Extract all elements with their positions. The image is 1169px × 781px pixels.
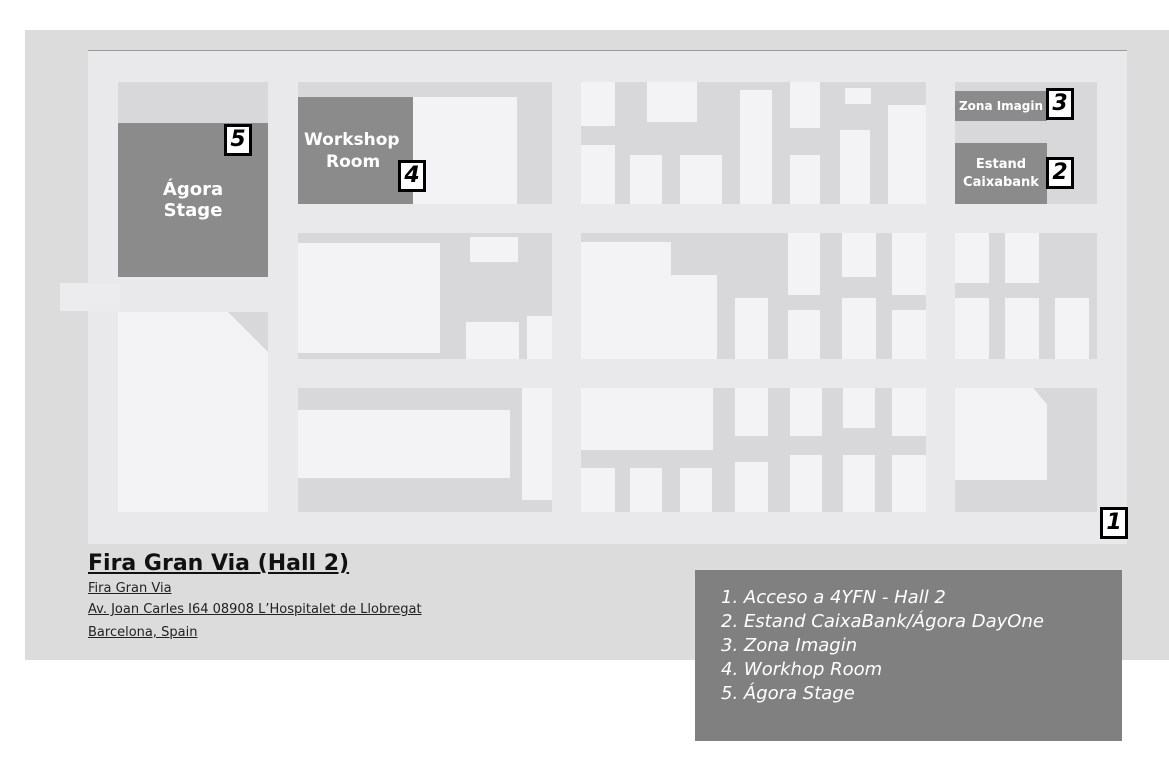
building [1005,298,1039,359]
legend-item: 1. Acceso a 4YFN - Hall 2 [721,587,946,608]
building [581,388,713,450]
building [735,298,768,359]
building [843,388,875,428]
map-legend: 1. Acceso a 4YFN - Hall 2 2. Estand Caix… [695,570,1122,741]
marker-1[interactable]: 1 [1100,507,1128,539]
building [298,410,510,478]
building [843,455,875,512]
building [470,237,518,262]
marker-3[interactable]: 3 [1046,88,1074,120]
building [842,233,876,277]
building [630,155,662,204]
legend-item: 5. Ágora Stage [721,683,855,704]
building [955,233,989,283]
building [892,310,926,359]
building [955,298,989,359]
building [581,468,615,512]
entrance-corridor [60,283,120,311]
building [788,310,820,359]
building [790,455,822,512]
building [842,298,876,359]
venue-address[interactable]: Av. Joan Carles I64 08908 L’Hospitalet d… [88,602,422,617]
building [845,88,871,104]
venue-link[interactable]: Fira Gran Via [88,581,172,596]
marker-2[interactable]: 2 [1046,157,1074,189]
building [840,130,870,204]
venue-title[interactable]: Fira Gran Via (Hall 2) [88,551,350,576]
building [1005,233,1039,283]
legend-item: 3. Zona Imagin [721,635,858,656]
estand-label: Caixabank [963,174,1039,190]
workshop-room-area[interactable]: Workshop Room [298,97,413,204]
building [522,388,552,500]
building [680,155,722,204]
building [892,233,926,295]
building [647,82,697,122]
estand-label: Estand [975,156,1027,172]
zona-imagin-area[interactable]: Zona Imagin [955,91,1047,121]
building [955,388,1047,480]
estand-caixabank-area[interactable]: Estand Caixabank [955,143,1047,204]
agora-label: Stage [163,200,223,221]
workshop-label: Workshop [304,130,400,150]
marker-4[interactable]: 4 [398,160,426,192]
building [735,462,768,512]
venue-city[interactable]: Barcelona, Spain [88,625,198,640]
building [892,388,926,436]
building [892,455,926,512]
legend-item: 2. Estand CaixaBank/Ágora DayOne [721,611,1044,632]
marker-5[interactable]: 5 [224,124,252,156]
building [788,233,820,295]
building [630,468,662,512]
imagin-label: Zona Imagin [958,99,1044,113]
building [581,145,615,204]
building [888,105,926,204]
building [657,275,717,359]
building [1055,298,1089,359]
building [680,468,712,512]
building [790,82,820,128]
building [527,316,552,359]
building [466,322,519,359]
workshop-label: Room [326,152,381,172]
corner-cut [228,312,268,352]
building [790,388,822,436]
building [413,97,517,204]
building [790,155,820,204]
building [298,243,440,353]
legend-item: 4. Workhop Room [721,659,883,680]
building [581,82,615,126]
building [740,90,772,204]
building [735,388,768,436]
building [581,242,671,359]
agora-label: Ágora [162,179,224,200]
